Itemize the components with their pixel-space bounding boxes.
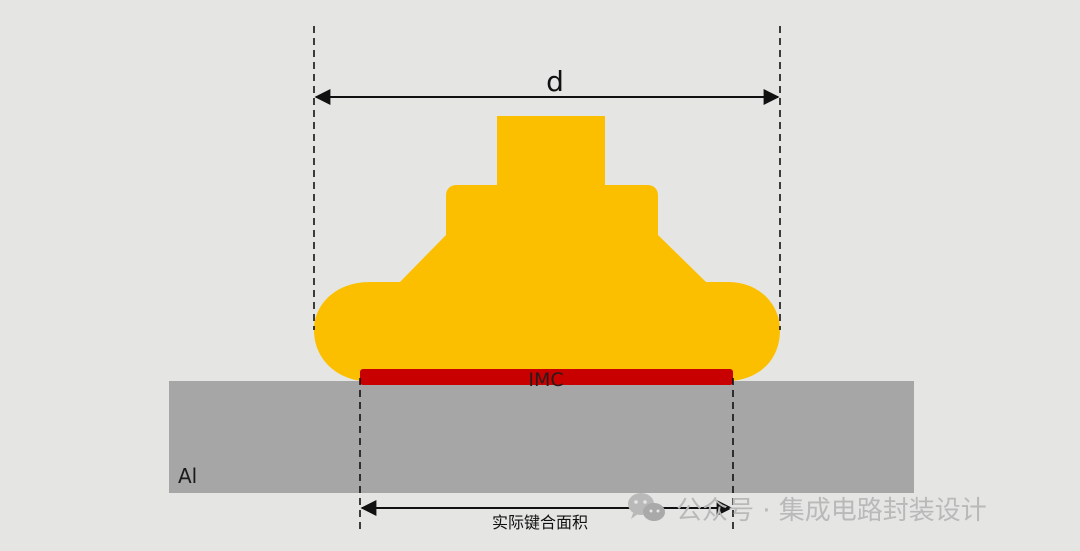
watermark-text: 公众号 · 集成电路封装设计: [676, 496, 987, 526]
ball-base: [314, 235, 780, 381]
bond-area-label: 实际键合面积: [492, 513, 588, 532]
substrate-label: Al: [178, 464, 197, 488]
watermark: 公众号 · 集成电路封装设计: [628, 493, 987, 526]
wire-neck: [497, 116, 605, 196]
imc-label: IMC: [528, 369, 563, 391]
imc-layer: [360, 369, 733, 385]
d-label: d: [546, 65, 564, 98]
aluminum-substrate: [169, 381, 914, 493]
wechat-icon: [628, 493, 665, 521]
ball-bond: [314, 116, 780, 381]
